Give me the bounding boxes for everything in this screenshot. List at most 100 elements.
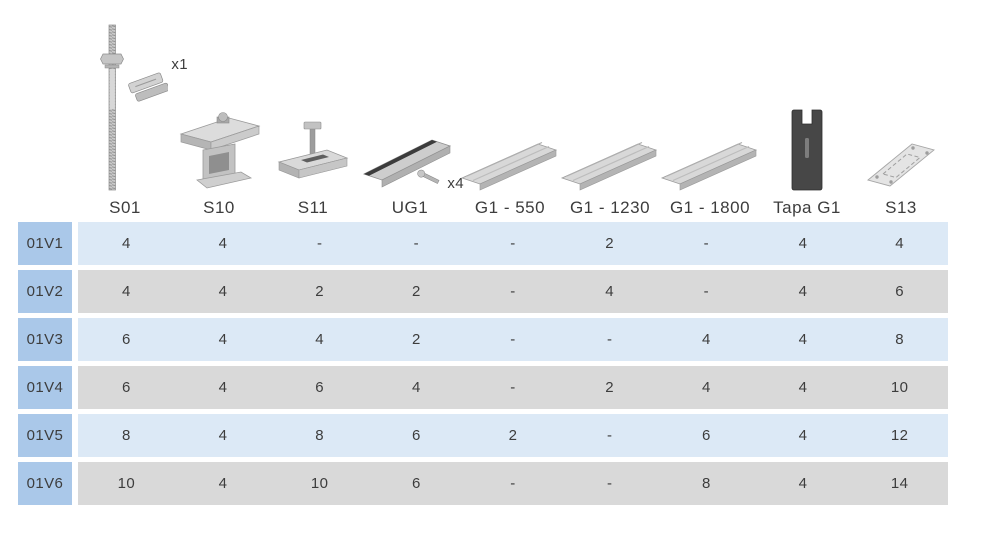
table-cell: - [703,235,710,252]
table-row: 01V4 6 4 6 4 - 2 4 4 10 [18,366,948,409]
column-label-g1-550: G1 - 550 [474,198,546,217]
table-cell: 2 [508,427,518,444]
clamp-icon [266,8,360,194]
table-cell: 10 [117,475,136,492]
column-header-s13: S13 [854,8,948,222]
table-cell: 6 [895,283,905,300]
table-cell: - [510,283,516,300]
table-cell: 4 [798,331,808,348]
table-row: 01V6 10 4 10 6 - - 8 4 14 [18,462,948,505]
table-cell: - [606,475,613,492]
plate-icon [854,8,948,194]
quantity-badge-x1: x1 [171,56,188,73]
table-cell: - [703,283,710,300]
table-cell: 4 [218,235,228,252]
short-rail-icon: x4 [360,8,464,194]
table-cell: 12 [890,427,909,444]
table-cell: - [510,331,516,348]
table-cell: 4 [121,235,131,252]
table-cell: 4 [701,331,711,348]
column-label-s11: S11 [297,198,329,217]
column-label-s13: S13 [885,198,917,217]
row-label: 01V2 [18,270,72,313]
table-cell: - [316,235,323,252]
table-cell: 6 [411,475,421,492]
row-cells: 6 4 6 4 - 2 4 4 10 [78,366,948,409]
column-label-s01: S01 [109,198,141,217]
table-cell: - [606,427,613,444]
table-cell: 4 [895,235,905,252]
table-cell: 6 [411,427,421,444]
table-cell: - [510,379,516,396]
table-cell: - [413,235,420,252]
table-cell: 4 [798,283,808,300]
row-cells: 10 4 10 6 - - 8 4 14 [78,462,948,505]
column-header-g1-1800: G1 - 1800 [660,8,760,222]
column-header-ug1: x4 UG1 [360,8,464,222]
rail-icon [460,8,560,194]
table-cell: 2 [315,283,325,300]
table-cell: 4 [605,283,615,300]
rail-icon [660,8,760,194]
column-label-ug1: UG1 [391,198,429,217]
column-label-g1-1230: G1 - 1230 [569,198,651,217]
table-cell: 8 [315,427,325,444]
table-cell: 4 [315,331,325,348]
row-label: 01V6 [18,462,72,505]
table-cell: 4 [798,235,808,252]
column-header-g1-550: G1 - 550 [460,8,560,222]
table-cell: - [606,331,613,348]
quantity-badge-x4: x4 [447,175,464,192]
column-header-g1-1230: G1 - 1230 [560,8,660,222]
table-cell: 4 [411,379,421,396]
table-cell: 4 [121,283,131,300]
column-header-tapa-g1: Tapa G1 [760,8,854,222]
table-cell: 10 [890,379,909,396]
row-label: 01V5 [18,414,72,457]
table-cell: 8 [701,475,711,492]
table-cell: 4 [798,475,808,492]
table-cell: 2 [605,379,615,396]
table-cell: 2 [411,283,421,300]
row-label: 01V3 [18,318,72,361]
row-label: 01V4 [18,366,72,409]
column-header-s11: S11 [266,8,360,222]
table-cell: 14 [890,475,909,492]
table-cell: - [510,475,516,492]
table-header: x1 S01 S1 [18,8,948,222]
rail-icon [560,8,660,194]
table-cell: 4 [218,331,228,348]
table-cell: 4 [218,379,228,396]
table-cell: 2 [605,235,615,252]
end-cap-icon [760,8,854,194]
table-cell: 4 [798,379,808,396]
column-label-g1-1800: G1 - 1800 [669,198,751,217]
hanger-bolt-icon: x1 [78,8,188,194]
table-cell: 4 [701,379,711,396]
roof-hook-icon [172,8,266,194]
column-label-s10: S10 [203,198,235,217]
row-cells: 4 4 2 2 - 4 - 4 6 [78,270,948,313]
table-cell: 6 [315,379,325,396]
table-cell: 4 [218,427,228,444]
table-cell: 10 [310,475,329,492]
column-headers: x1 S01 S1 [78,8,948,222]
table-cell: 4 [218,283,228,300]
column-header-s01: x1 S01 [78,8,188,222]
table-cell: 4 [218,475,228,492]
column-header-s10: S10 [172,8,266,222]
table-cell: 8 [121,427,131,444]
table-row: 01V2 4 4 2 2 - 4 - 4 6 [18,270,948,313]
table-cell: 6 [121,379,131,396]
table-cell: 4 [798,427,808,444]
column-label-tapa-g1: Tapa G1 [773,198,841,217]
table-cell: 8 [895,331,905,348]
